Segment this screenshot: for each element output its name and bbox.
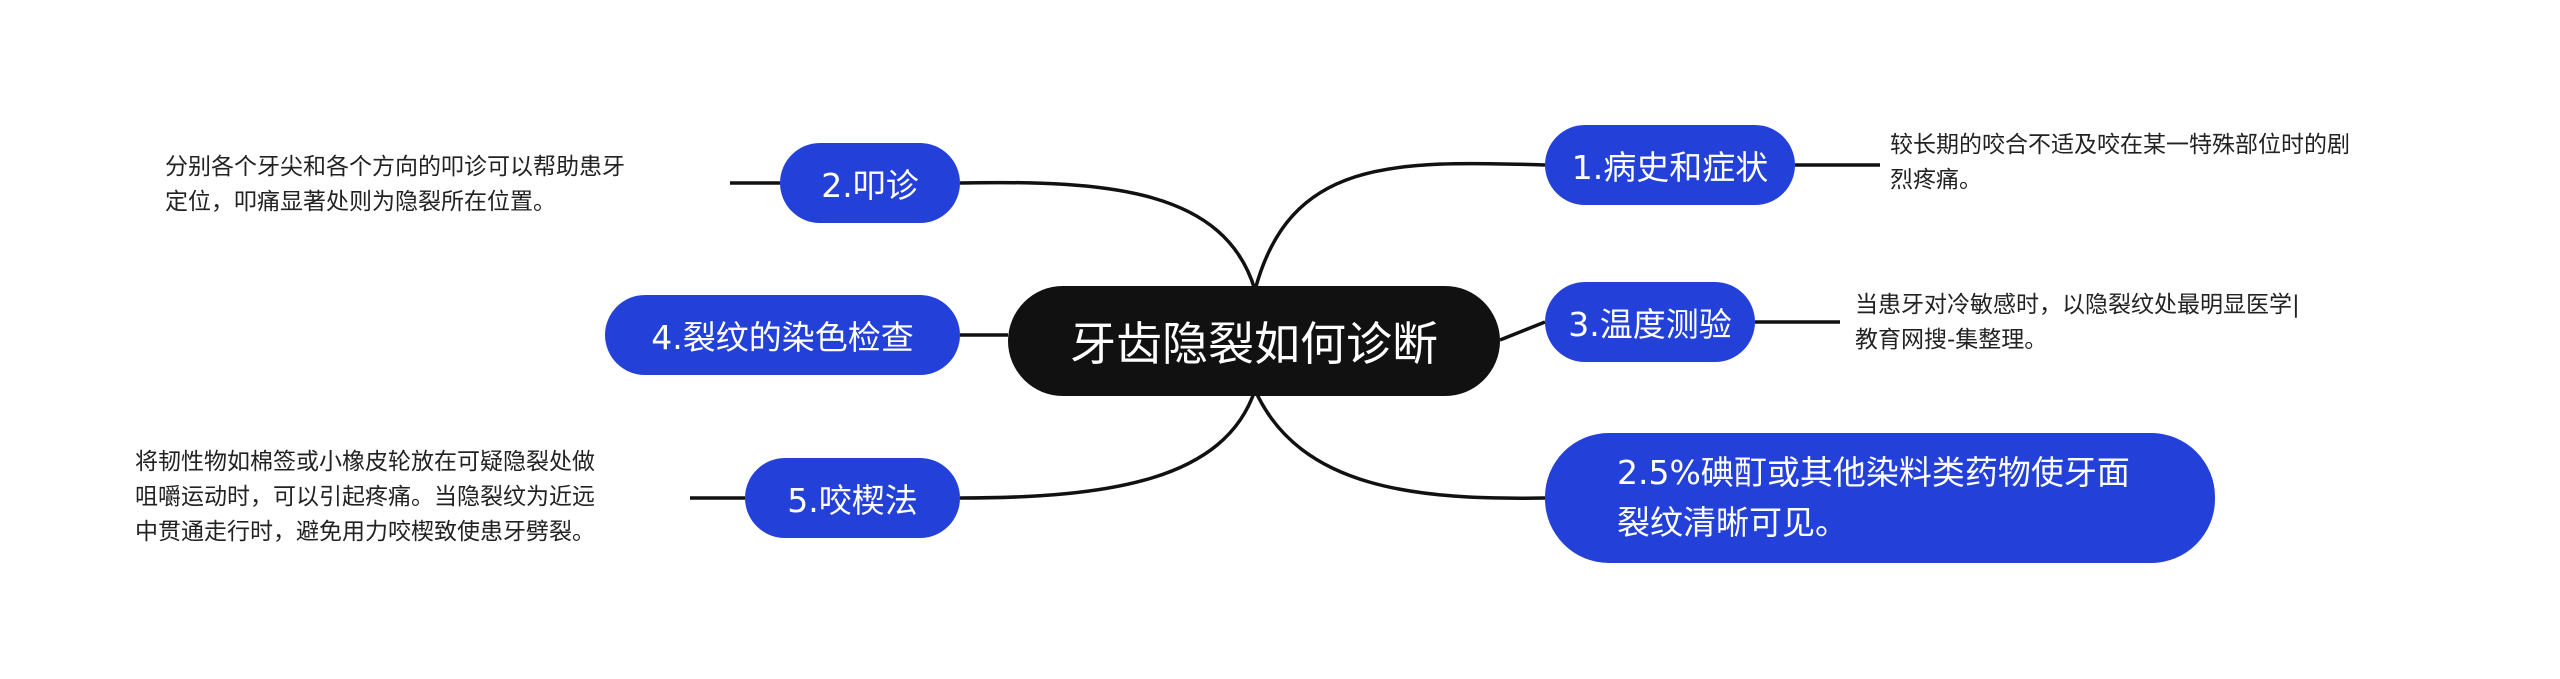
branch-label-5: 5.咬楔法 (787, 481, 918, 520)
branch-note-3: 当患牙对冷敏感时，以隐裂纹处最明显医学| 教育网搜-集整理。 (1855, 288, 2300, 358)
detail-node[interactable]: 2.5%碘酊或其他染料类药物使牙面 裂纹清晰可见。 (1545, 433, 2215, 563)
note-line: 教育网搜-集整理。 (1855, 327, 2048, 353)
root-node[interactable]: 牙齿隐裂如何诊断 (1008, 286, 1500, 396)
note-line: 定位，叩痛显著处则为隐裂所在位置。 (165, 189, 556, 215)
branch-note-2: 分别各个牙尖和各个方向的叩诊可以帮助患牙 定位，叩痛显著处则为隐裂所在位置。 (165, 150, 625, 220)
branch-node-3[interactable]: 3.温度测验 (1545, 282, 1755, 362)
branch-label-4: 4.裂纹的染色检查 (651, 318, 914, 357)
branch-node-4[interactable]: 4.裂纹的染色检查 (605, 295, 960, 375)
root-label: 牙齿隐裂如何诊断 (1070, 317, 1438, 371)
branch-note-1: 较长期的咬合不适及咬在某一特殊部位时的剧 烈疼痛。 (1890, 128, 2350, 198)
branch-node-1[interactable]: 1.病史和症状 (1545, 125, 1795, 205)
branch-note-5: 将韧性物如棉签或小橡皮轮放在可疑隐裂处做 咀嚼运动时，可以引起疼痛。当隐裂纹为近… (135, 445, 595, 550)
detail-line: 2.5%碘酊或其他染料类药物使牙面 (1617, 453, 2130, 492)
link-root-branch-1 (1253, 161, 1546, 291)
note-line: 分别各个牙尖和各个方向的叩诊可以帮助患牙 (165, 154, 625, 180)
link-root-branch-3 (1499, 320, 1546, 342)
branch-label-2: 2.叩诊 (821, 166, 919, 205)
note-line: 当患牙对冷敏感时，以隐裂纹处最明显医学| (1855, 292, 2300, 318)
branch-label-1: 1.病史和症状 (1571, 148, 1769, 187)
branch-node-5[interactable]: 5.咬楔法 (745, 458, 960, 538)
note-line: 烈疼痛。 (1890, 167, 1982, 193)
note-line: 咀嚼运动时，可以引起疼痛。当隐裂纹为近远 (135, 484, 595, 510)
link-root-branch-5 (959, 389, 1257, 500)
branch-node-2[interactable]: 2.叩诊 (780, 143, 960, 223)
note-line: 中贯通走行时，避免用力咬楔致使患牙劈裂。 (135, 519, 595, 545)
link-root-detail (1253, 389, 1546, 500)
branch-label-3: 3.温度测验 (1568, 305, 1732, 344)
link-root-branch-2 (959, 180, 1257, 291)
detail-line: 裂纹清晰可见。 (1617, 503, 1848, 542)
note-line: 较长期的咬合不适及咬在某一特殊部位时的剧 (1890, 132, 2350, 158)
note-line: 将韧性物如棉签或小橡皮轮放在可疑隐裂处做 (135, 449, 595, 475)
